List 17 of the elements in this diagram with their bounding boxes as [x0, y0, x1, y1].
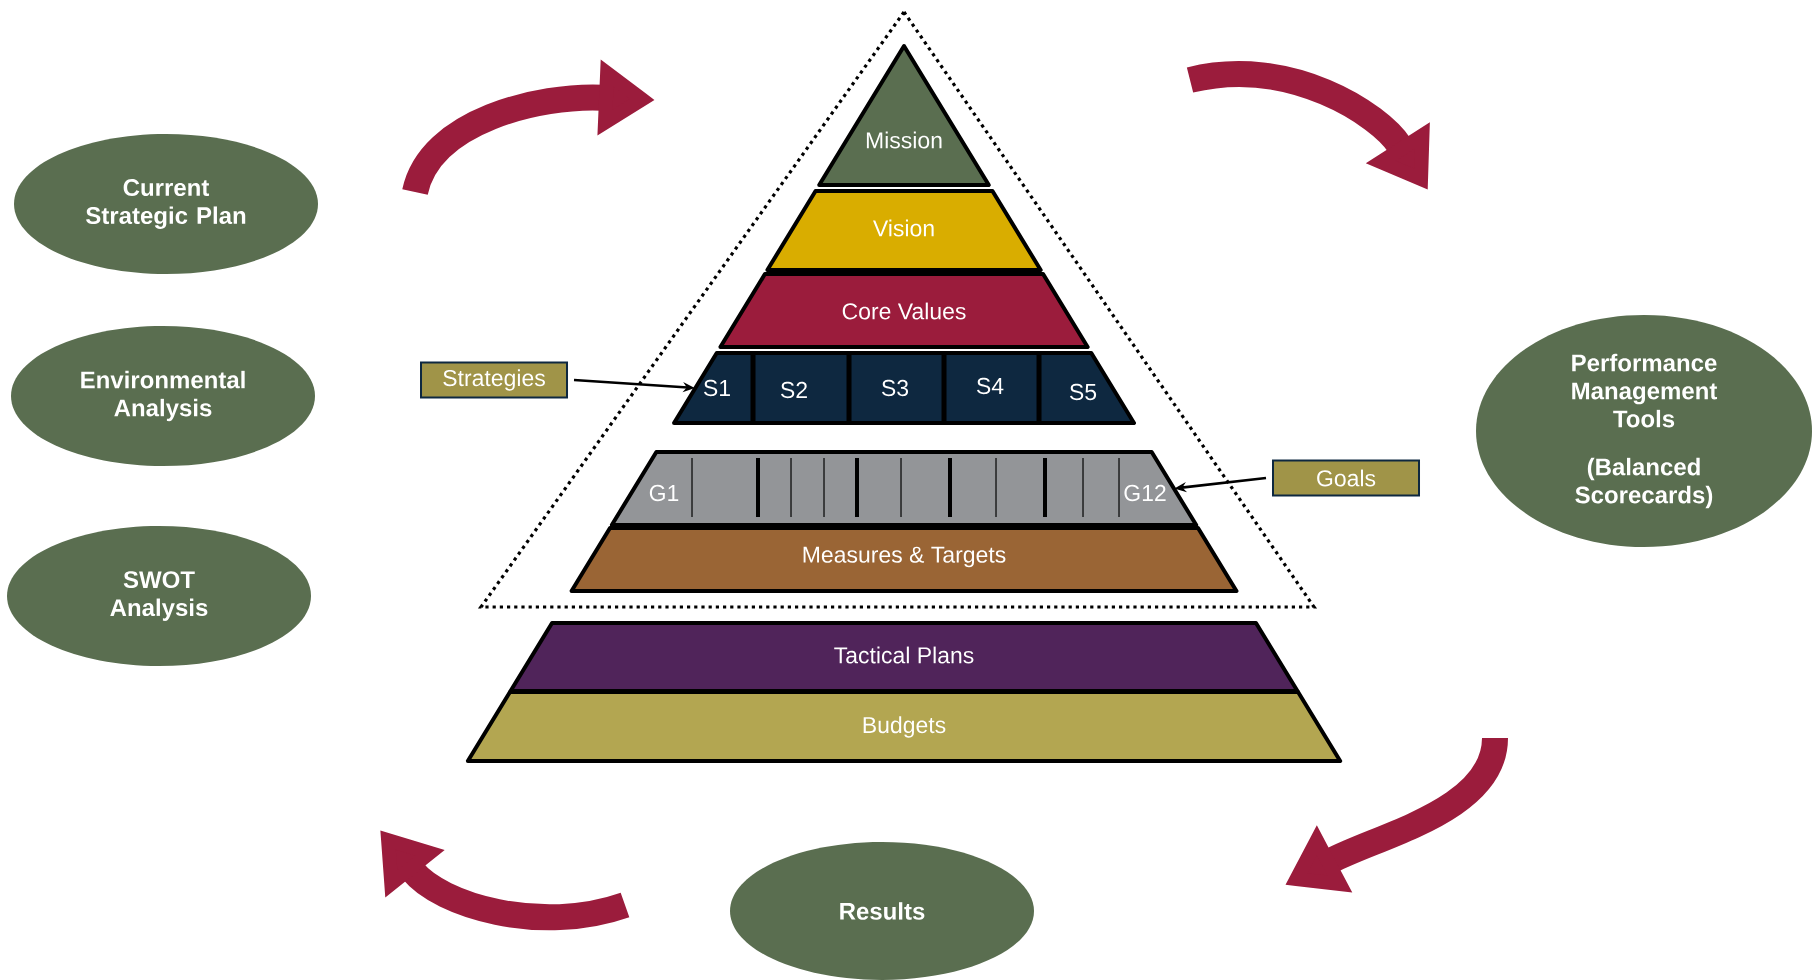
cell-label: S5: [1070, 383, 1097, 401]
cell-label: G1: [649, 484, 679, 502]
cell-label: S2: [781, 381, 807, 399]
cell-label: S3: [882, 379, 909, 397]
cell-label: S1: [704, 379, 730, 397]
pyramid-band: [672, 351, 1136, 425]
pyramid-band: [609, 450, 1199, 527]
pyramid-layer: Core Values: [718, 272, 1090, 349]
tag-box: Goals: [1272, 459, 1420, 497]
pyramid-layer: Budgets: [465, 690, 1343, 763]
cell-label: S4: [977, 377, 1004, 395]
pyramid-layer: Vision: [765, 189, 1043, 272]
tag-box: Strategies: [420, 361, 568, 399]
pyramid-layer: Tactical Plans: [508, 621, 1300, 693]
pyramid-layer: Mission: [817, 44, 991, 187]
cell-label: G12: [1124, 484, 1166, 502]
pyramid-layer: Measures & Targets: [569, 526, 1239, 593]
